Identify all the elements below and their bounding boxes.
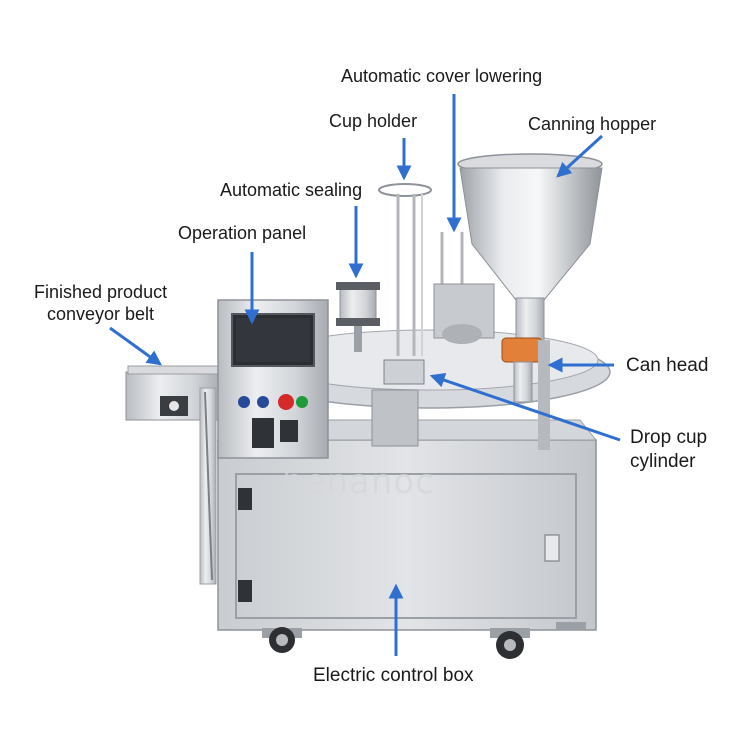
label-finished-conveyor: Finished product conveyor belt — [34, 282, 168, 324]
canning-hopper — [457, 153, 603, 345]
can-head — [501, 337, 550, 450]
casters — [262, 622, 586, 659]
selector-switch — [238, 396, 250, 408]
watermark-text: henanoc — [282, 462, 435, 502]
sealing-cylinder — [336, 282, 380, 352]
label-cover-lowering: Automatic cover lowering — [341, 66, 543, 86]
cover-lowering-unit — [433, 232, 495, 344]
hinge — [238, 488, 252, 510]
label-drop-cup: Drop cup cylinder — [630, 427, 708, 472]
label-can-head: Can head — [626, 355, 709, 376]
label-canning-hopper: Canning hopper — [528, 114, 657, 134]
label-cup-holder: Cup holder — [329, 111, 418, 131]
label-operation-panel: Operation panel — [178, 223, 307, 243]
label-control-box: Electric control box — [313, 665, 474, 686]
emergency-stop — [278, 394, 294, 410]
callout-arrows — [109, 94, 621, 656]
label-auto-sealing: Automatic sealing — [220, 180, 363, 200]
conveyor-belt — [125, 365, 223, 585]
cup-holder — [378, 183, 432, 356]
door-handle — [544, 534, 560, 562]
operation-panel — [217, 299, 329, 459]
